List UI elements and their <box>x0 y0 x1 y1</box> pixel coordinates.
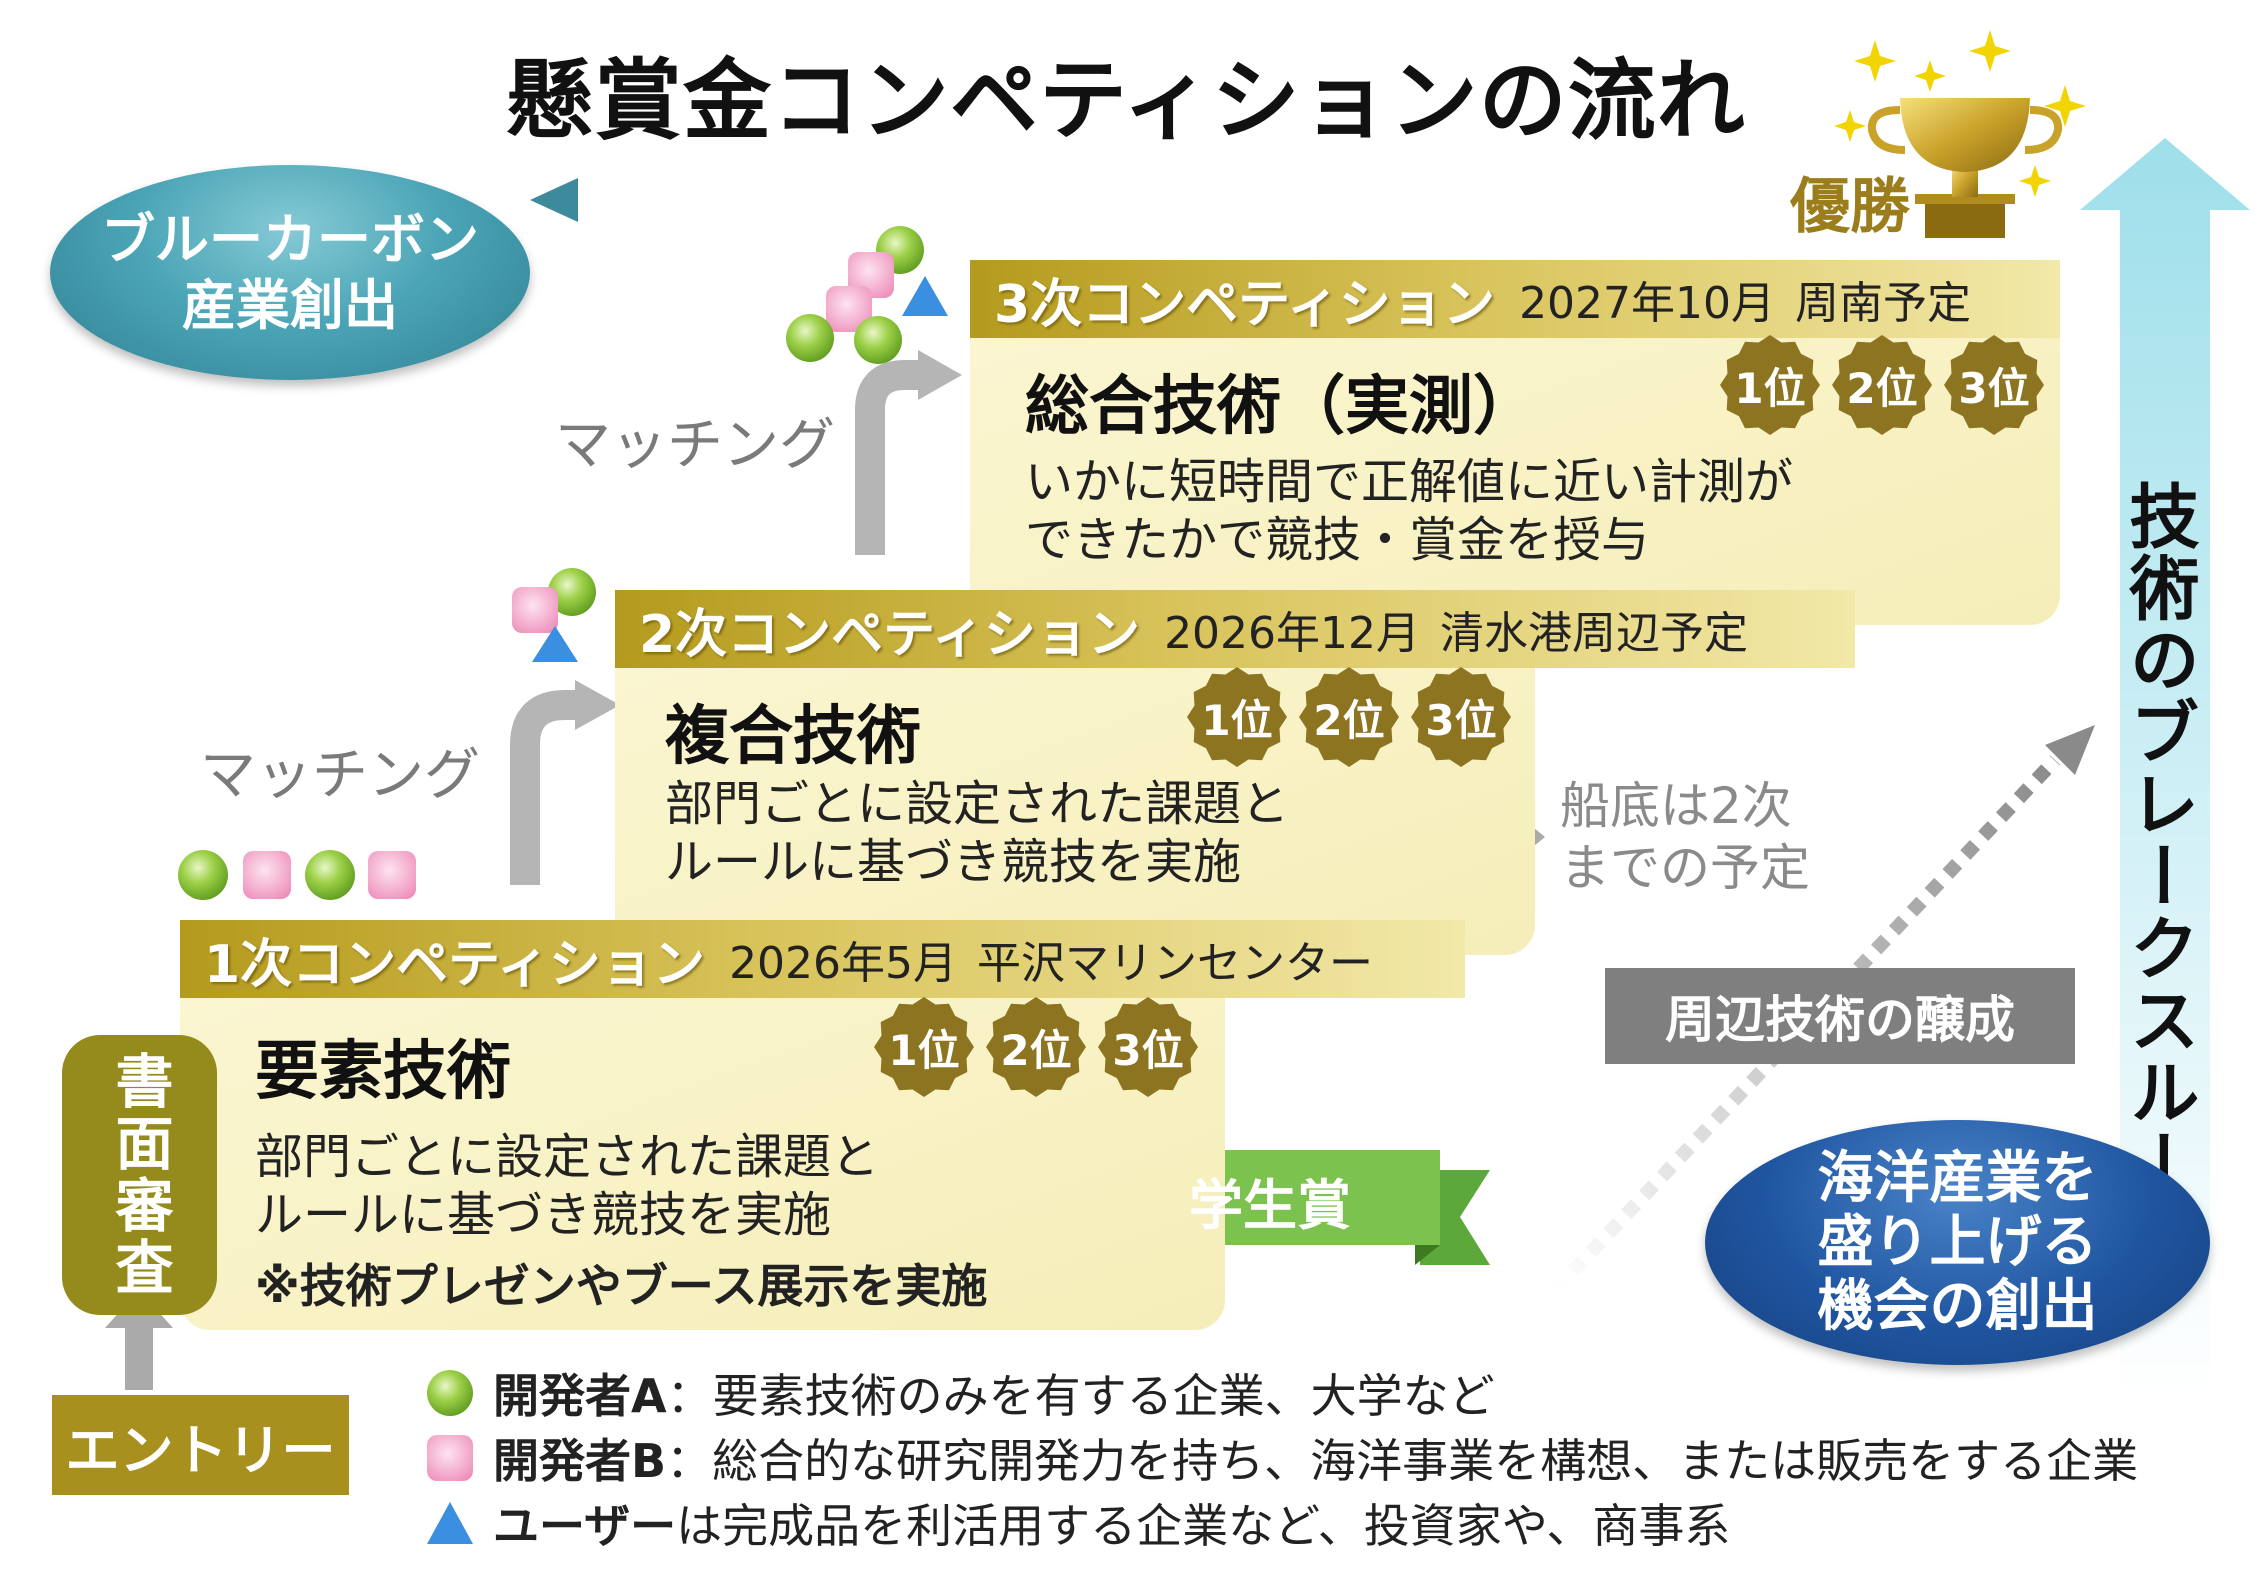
hull-note-line1: 船底は2次 <box>1560 777 1792 835</box>
sparkle-icons <box>1834 30 2086 197</box>
blue-carbon-bubble: ブルーカーボン 産業創出 <box>50 165 530 380</box>
stage3-name: 3次コンペティション <box>994 274 1496 335</box>
stage2-desc-line2: ルールに基づき競技を実施 <box>665 834 1242 890</box>
stage3-rank-2-badge: 2位 <box>1830 333 1934 437</box>
ocean-line2: 盛り上げる <box>1817 1209 2098 1275</box>
stage3-desc-line2: できたかで競技・賞金を授与 <box>1025 512 1650 568</box>
participants-stage2 <box>512 568 596 662</box>
legend-text-user: は完成品を利活用する企業など、投資家や、商事系 <box>676 1499 1731 1553</box>
matching-label-upper: マッチング <box>555 413 835 478</box>
page-title: 懸賞金コンペティションの流れ <box>505 49 1746 152</box>
breakthrough-label: 技術のブレークスルー <box>2118 480 2200 1200</box>
ocean-line1: 海洋産業を <box>1817 1145 2098 1211</box>
rank-badge-shape <box>1720 335 1820 435</box>
stage2-heading: 複合技術 <box>665 700 921 774</box>
stage2-name: 2次コンペティション <box>639 604 1141 665</box>
hull-note: 船底は2次 までの予定 <box>1560 775 1810 899</box>
stage2-place: 清水港周辺予定 <box>1440 608 1749 659</box>
stage2-description: 部門ごとに設定された課題と ルールに基づき競技を実施 <box>665 775 1289 891</box>
legend-user: ユーザー は完成品を利活用する企業など、投資家や、商事系 <box>425 1490 1730 1556</box>
participants-stage1 <box>178 850 416 900</box>
stage1-desc-line1: 部門ごとに設定された課題と <box>255 1129 880 1185</box>
stage2-header: 2次コンペティション 2026年12月 清水港周辺予定 <box>615 590 1855 668</box>
matching-label-lower: マッチング <box>200 743 480 808</box>
stage1-rank-3-badge: 3位 <box>1096 995 1200 1099</box>
rank-badge-shape <box>1098 997 1198 1097</box>
rank-badge-shape <box>874 997 974 1097</box>
stage2-rank-1-badge: 1位 <box>1185 665 1289 769</box>
document-review-box: 書面審査 <box>62 1035 217 1315</box>
stage1-note: ※技術プレゼンやブース展示を実施 <box>255 1259 988 1313</box>
legend-text-a: ：要素技術のみを有する企業、大学など <box>666 1369 1495 1423</box>
stage3-heading: 総合技術（実測） <box>1025 370 1537 444</box>
participants-stage3 <box>786 226 948 364</box>
legend-developer-b: 開発者B ：総合的な研究開発力を持ち、海洋事業を構想、または販売をする企業 <box>425 1425 2138 1491</box>
stage1-rank-2-badge: 2位 <box>984 995 1088 1099</box>
stage3-place: 周南予定 <box>1795 278 1972 329</box>
rank-badge-shape <box>1944 335 2044 435</box>
legend-key-a: 開発者A <box>493 1369 667 1423</box>
rank-badge-shape <box>1187 667 1287 767</box>
legend-text-b: ：総合的な研究開発力を持ち、海洋事業を構想、または販売をする企業 <box>666 1434 2139 1488</box>
stage1-description: 部門ごとに設定された課題と ルールに基づき競技を実施 <box>255 1128 879 1244</box>
rank-badge-shape <box>1411 667 1511 767</box>
stage1-header: 1次コンペティション 2026年5月 平沢マリンセンター <box>180 920 1465 998</box>
legend-key-user: ユーザー <box>493 1499 677 1553</box>
surrounding-tech-box: 周辺技術の醸成 <box>1605 968 2075 1064</box>
stage1-name: 1次コンペティション <box>204 934 706 995</box>
rank-badge-shape <box>1299 667 1399 767</box>
ocean-industry-bubble: 海洋産業を 盛り上げる 機会の創出 <box>1705 1120 2210 1365</box>
stage3-date: 2027年10月 <box>1519 278 1776 329</box>
stage1-rank-1-badge: 1位 <box>872 995 976 1099</box>
stage1-heading: 要素技術 <box>255 1035 511 1109</box>
stage3-header: 3次コンペティション 2027年10月 周南予定 <box>970 260 2060 338</box>
blue-triangle-icon <box>425 1498 475 1548</box>
blue-carbon-line1: ブルーカーボン <box>101 207 479 271</box>
blue-carbon-line2: 産業創出 <box>182 273 398 337</box>
legend-key-b: 開発者B <box>493 1434 667 1488</box>
stage3-rank-1-badge: 1位 <box>1718 333 1822 437</box>
rank-badge-shape <box>986 997 1086 1097</box>
ocean-line3: 機会の創出 <box>1817 1273 2098 1339</box>
hull-note-line2: までの予定 <box>1560 839 1810 897</box>
stage3-rank-3-badge: 3位 <box>1942 333 2046 437</box>
green-circle-icon <box>425 1368 475 1418</box>
stage3-desc-line1: いかに短時間で正解値に近い計測が <box>1025 454 1794 510</box>
stage1-place: 平沢マリンセンター <box>977 938 1374 989</box>
trophy-icon <box>1867 98 2063 238</box>
student-award-label: 学生賞 <box>1189 1173 1351 1237</box>
stage1-desc-line2: ルールに基づき競技を実施 <box>255 1187 832 1243</box>
stage1-date: 2026年5月 <box>729 938 958 989</box>
stage3-description: いかに短時間で正解値に近い計測が できたかで競技・賞金を授与 <box>1025 453 1793 569</box>
breakthrough-arrow <box>2080 138 2250 1395</box>
entry-box: エントリー <box>52 1395 349 1495</box>
stage2-rank-3-badge: 3位 <box>1409 665 1513 769</box>
legend-developer-a: 開発者A ：要素技術のみを有する企業、大学など <box>425 1360 1495 1426</box>
stage2-date: 2026年12月 <box>1164 608 1421 659</box>
pink-square-icon <box>425 1433 475 1483</box>
stage2-rank-2-badge: 2位 <box>1297 665 1401 769</box>
rank-badge-shape <box>1832 335 1932 435</box>
stage2-desc-line1: 部門ごとに設定された課題と <box>665 776 1290 832</box>
victory-label: 優勝 <box>1790 172 1910 242</box>
